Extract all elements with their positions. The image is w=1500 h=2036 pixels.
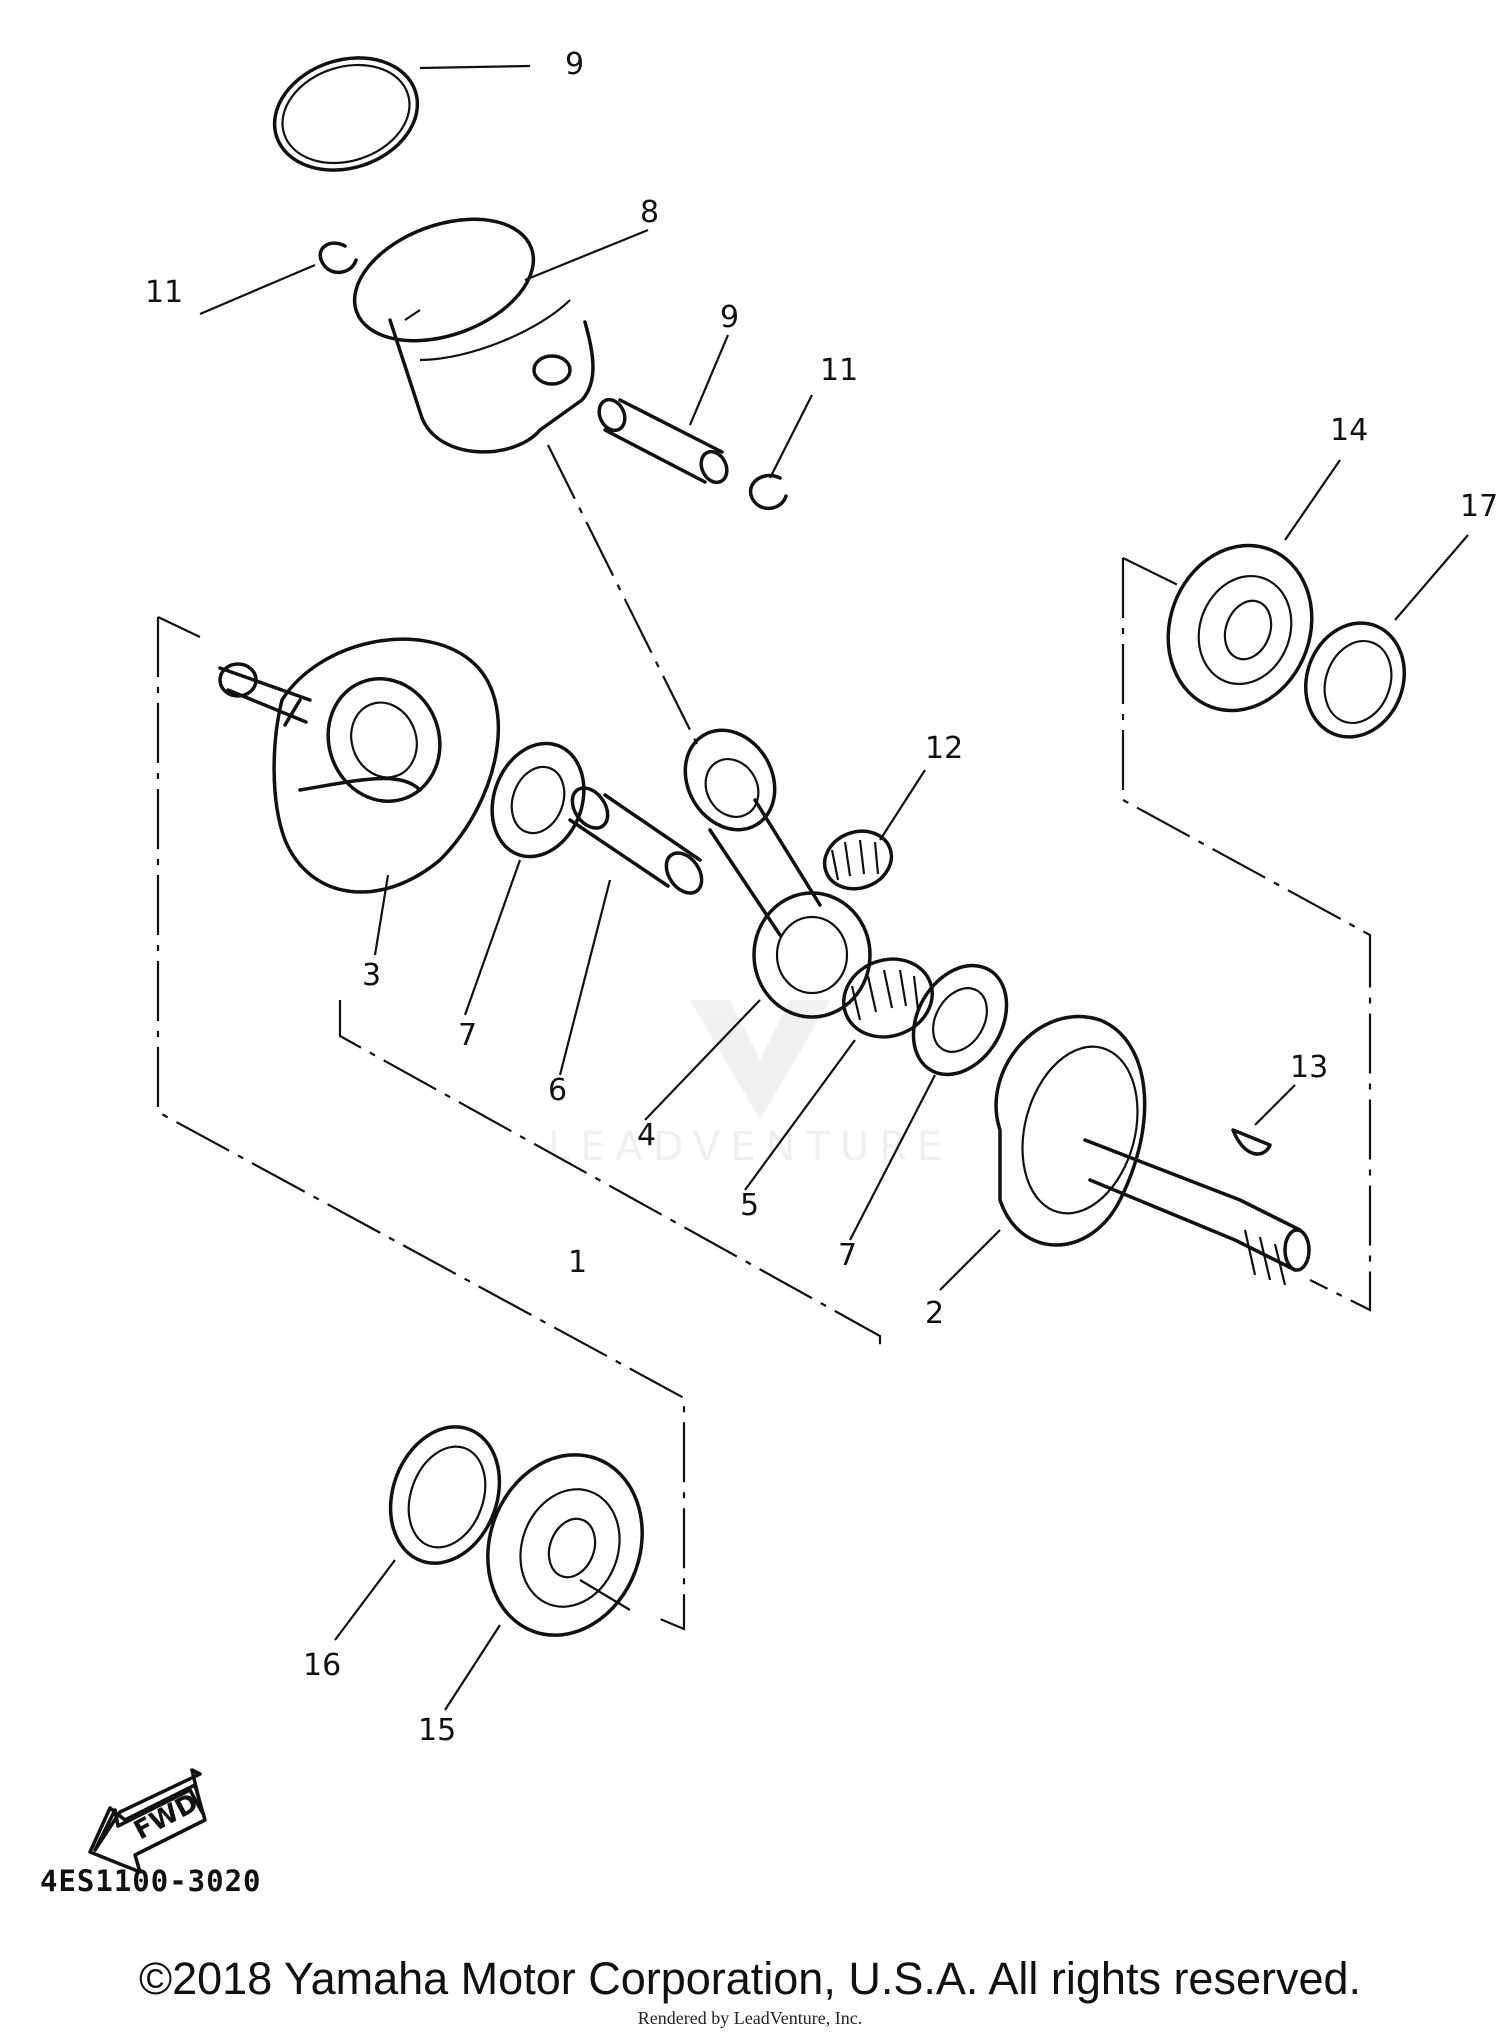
callout-7-right: 7 xyxy=(838,1238,857,1273)
crankshaft-assembly-bracket xyxy=(156,616,882,1631)
small-end-needle-bearing xyxy=(822,829,894,891)
diagram-code: 4ES1100-3020 xyxy=(40,1864,262,1898)
piston-ring xyxy=(272,56,420,172)
piston-pin xyxy=(597,397,729,485)
callout-8: 8 xyxy=(640,195,659,230)
circlip-right xyxy=(748,473,788,510)
right-bearing-bracket xyxy=(1121,557,1372,1312)
callout-9: 9 xyxy=(720,300,739,335)
callout-3: 3 xyxy=(362,958,381,993)
callout-16: 16 xyxy=(303,1648,341,1683)
ball-bearing-right xyxy=(1166,543,1314,713)
thrust-washer-left xyxy=(490,741,586,859)
leader-lines xyxy=(199,64,1469,1711)
fwd-arrow-icon: FWD xyxy=(88,1768,207,1874)
big-end-needle-bearing xyxy=(842,957,934,1039)
oil-seal-left xyxy=(388,1425,502,1565)
left-crank-half xyxy=(218,637,501,894)
crank-pin xyxy=(568,786,704,895)
callout-2: 2 xyxy=(925,1296,944,1331)
oil-seal-right xyxy=(1303,621,1407,739)
callout-11-left: 11 xyxy=(145,275,183,310)
bearing-axis-line xyxy=(579,1579,631,1611)
callout-14: 14 xyxy=(1330,413,1368,448)
thrust-washer-right xyxy=(911,963,1009,1077)
callout-7-left: 7 xyxy=(458,1018,477,1053)
woodruff-key xyxy=(1231,1128,1272,1156)
circlip-left xyxy=(318,241,358,274)
callout-13: 13 xyxy=(1290,1050,1328,1085)
callout-10: 9 xyxy=(565,47,584,82)
callout-15: 15 xyxy=(418,1713,456,1748)
ball-bearing-left xyxy=(486,1453,644,1637)
callout-11-right: 11 xyxy=(820,353,858,388)
watermark-text: LEADVENTURE xyxy=(548,1124,952,1170)
callout-4: 4 xyxy=(637,1118,656,1153)
callout-1: 1 xyxy=(568,1245,587,1280)
callout-5: 5 xyxy=(740,1188,759,1223)
callout-12: 12 xyxy=(925,731,963,766)
piston xyxy=(352,217,595,454)
callout-6: 6 xyxy=(548,1073,567,1108)
connecting-rod xyxy=(683,728,872,1019)
piston-axis-line xyxy=(547,444,701,751)
copyright-notice: ©2018 Yamaha Motor Corporation, U.S.A. A… xyxy=(138,1953,1362,2004)
leadventure-watermark: LEADVENTURE xyxy=(548,1000,952,1170)
right-crank-half xyxy=(994,1014,1311,1286)
callout-17: 17 xyxy=(1460,489,1498,524)
rendered-by-credit: Rendered by LeadVenture, Inc. xyxy=(637,2008,863,2028)
part-callouts: 9 8 11 9 11 14 17 12 3 7 6 4 1 5 7 2 13 … xyxy=(145,47,1498,1748)
